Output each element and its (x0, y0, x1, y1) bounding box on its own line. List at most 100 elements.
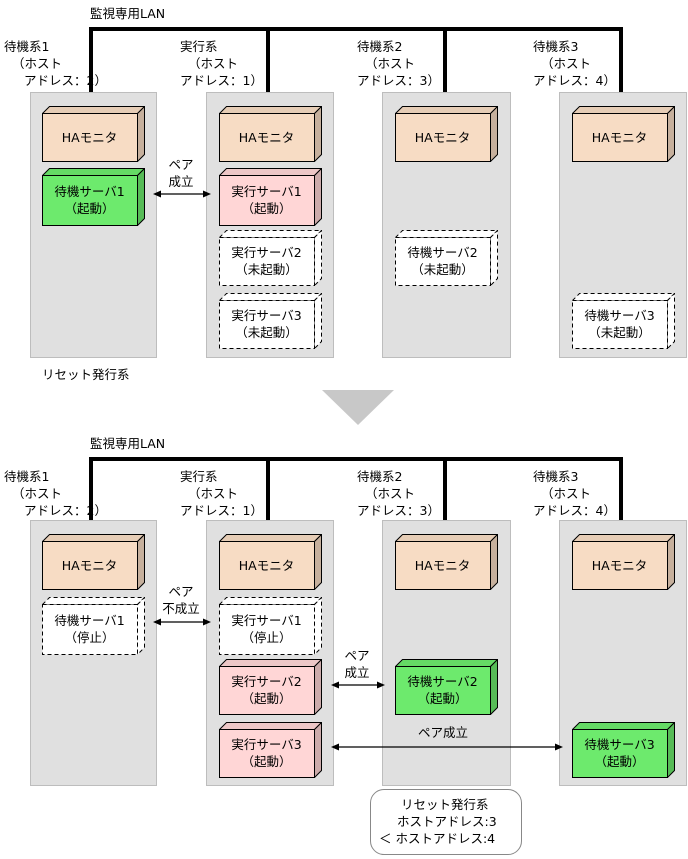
box-shape (42, 534, 145, 590)
pair-ok-arrow (331, 681, 385, 689)
host-label-standby3: 待機系3 （ホスト アドレス：4） (533, 469, 616, 518)
box-front-face (219, 113, 315, 162)
box-shape (219, 597, 322, 655)
host-label-standby1: 待機系1 （ホスト アドレス：2） (4, 469, 107, 518)
ha-monitor-standby2: HAモニタ (395, 534, 498, 590)
active-server-1: 実行サーバ1（起動） (219, 168, 322, 226)
box-front-face (219, 604, 315, 655)
box-label: HAモニタ (61, 557, 118, 573)
box-label: HAモニタ (414, 129, 471, 145)
ha-monitor-active: HAモニタ (219, 534, 322, 590)
box-side-face (314, 168, 322, 226)
box-label: HAモニタ (414, 557, 471, 573)
box-label: 待機サーバ3（未起動） (584, 308, 655, 340)
box-front-face (395, 113, 491, 162)
box-front-face (42, 113, 138, 162)
box-side-face (314, 722, 322, 778)
lan-drop-standby2 (443, 457, 447, 521)
active-server-1: 実行サーバ1（停止） (219, 597, 322, 655)
box-label: HAモニタ (238, 129, 295, 145)
lan-drop-active (266, 27, 270, 93)
box-shape (572, 293, 675, 349)
box-shape (42, 168, 145, 226)
box-shape (395, 106, 498, 162)
box-top-face (42, 597, 145, 605)
box-shape (395, 534, 498, 590)
ha-monitor-standby2: HAモニタ (395, 106, 498, 162)
box-front-face (42, 604, 138, 655)
box-shape (42, 597, 145, 655)
box-top-face (572, 293, 675, 301)
box-label: 待機サーバ2（起動） (407, 674, 478, 706)
box-side-face (314, 230, 322, 286)
pair-fail-arrow (153, 618, 211, 626)
pair-arrow (153, 190, 211, 198)
ha-monitor-standby1: HAモニタ (42, 106, 145, 162)
box-side-face (314, 534, 322, 590)
lan-drop-active (266, 457, 270, 521)
box-front-face (42, 175, 138, 226)
box-shape (42, 106, 145, 162)
lan-drop-standby2 (443, 27, 447, 93)
box-side-face (314, 659, 322, 715)
box-shape (219, 106, 322, 162)
box-label: 待機サーバ1（停止） (54, 613, 125, 645)
box-side-face (490, 534, 498, 590)
lan-drop-standby3 (619, 457, 623, 521)
box-label: 実行サーバ2（起動） (231, 674, 302, 706)
box-side-face (137, 168, 145, 226)
lan-drop-standby1 (89, 27, 93, 93)
host-label-standby2: 待機系2 （ホスト アドレス：3） (357, 469, 440, 518)
box-shape (219, 230, 322, 286)
lan-drop-standby3 (619, 27, 623, 93)
ha-monitor-active: HAモニタ (219, 106, 322, 162)
standby-server-1: 待機サーバ1（停止） (42, 597, 145, 655)
box-side-face (314, 106, 322, 162)
box-shape (572, 534, 675, 590)
box-front-face (219, 729, 315, 778)
box-front-face (572, 541, 668, 590)
box-label: 待機サーバ2（未起動） (407, 245, 478, 277)
ha-monitor-standby1: HAモニタ (42, 534, 145, 590)
box-side-face (137, 106, 145, 162)
standby-server-2: 待機サーバ2（未起動） (395, 230, 498, 286)
box-shape (219, 722, 322, 778)
box-shape (219, 293, 322, 349)
box-side-face (667, 722, 675, 778)
pair-label: ペア 成立 (168, 157, 194, 189)
lan-label: 監視専用LAN (90, 6, 166, 21)
box-shape (572, 106, 675, 162)
box-side-face (314, 597, 322, 655)
box-front-face (219, 175, 315, 226)
standby-server-1: 待機サーバ1（起動） (42, 168, 145, 226)
box-shape (219, 659, 322, 715)
box-label: 実行サーバ1（起動） (231, 184, 302, 216)
box-label: 実行サーバ3（起動） (231, 737, 302, 769)
reset-callout: リセット発行系 ホストアドレス:3 ＜ ホストアドレス:4 (370, 789, 522, 855)
box-shape (395, 230, 498, 286)
box-top-face (219, 597, 322, 605)
box-top-face (395, 230, 498, 238)
pair-ok-label: ペア 成立 (344, 648, 370, 680)
box-label: HAモニタ (61, 129, 118, 145)
box-side-face (137, 597, 145, 655)
box-label: 実行サーバ1（停止） (231, 613, 302, 645)
box-front-face (219, 237, 315, 286)
box-front-face (219, 541, 315, 590)
active-server-2: 実行サーバ2（未起動） (219, 230, 322, 286)
box-side-face (490, 106, 498, 162)
reset-label: リセット発行系 (42, 367, 130, 382)
pair-long-arrow (331, 743, 563, 751)
active-server-3: 実行サーバ3（未起動） (219, 293, 322, 349)
standby-server-2: 待機サーバ2（起動） (395, 659, 498, 715)
lan-drop-standby1 (89, 457, 93, 521)
box-label: HAモニタ (591, 129, 648, 145)
box-front-face (395, 237, 491, 286)
box-side-face (667, 293, 675, 349)
pair-long-label: ペア成立 (418, 725, 469, 740)
lan-label: 監視専用LAN (90, 436, 166, 451)
host-label-standby1: 待機系1 （ホスト アドレス：2） (4, 39, 107, 88)
box-front-face (219, 666, 315, 715)
box-label: 待機サーバ3（起動） (584, 737, 655, 769)
box-front-face (572, 729, 668, 778)
